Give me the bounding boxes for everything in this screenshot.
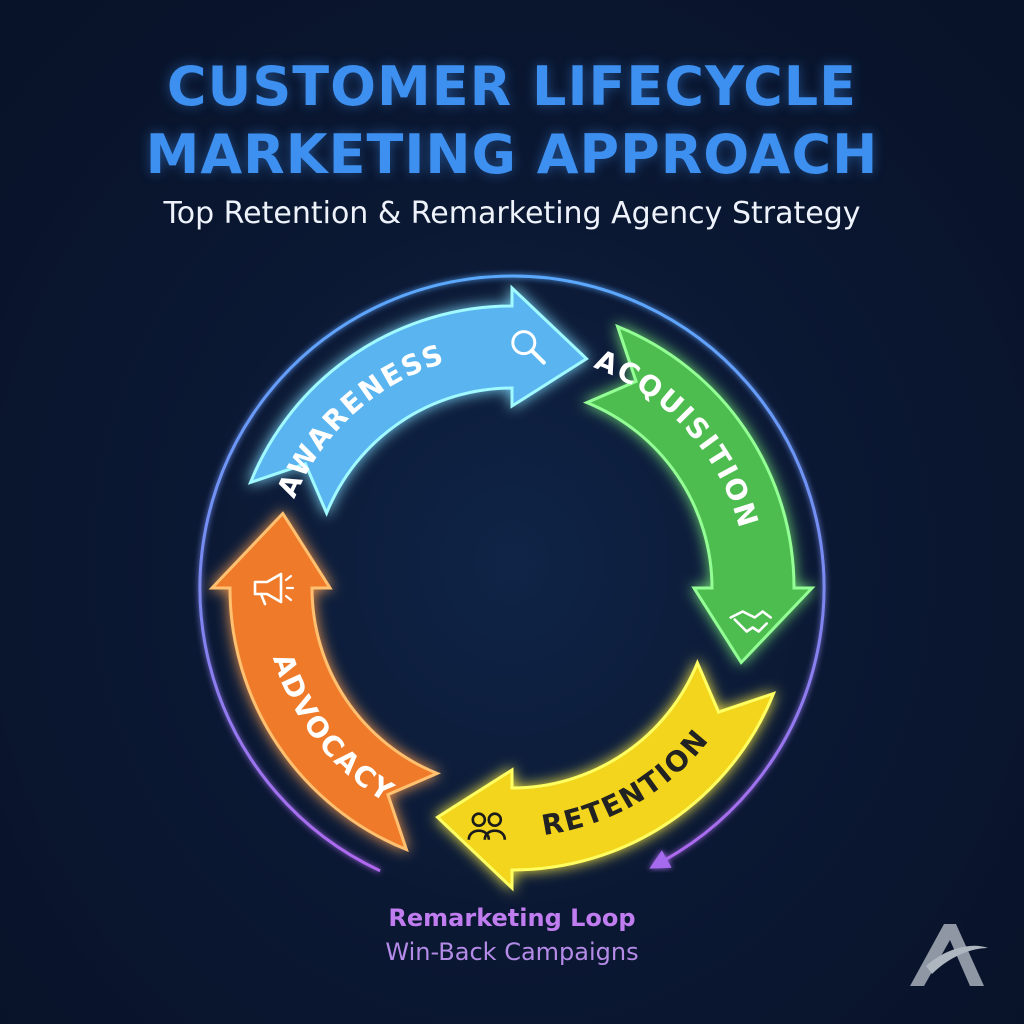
page-subtitle: Top Retention & Remarketing Agency Strat… <box>163 196 861 231</box>
stage-retention: RETENTION <box>435 659 777 892</box>
page-title-line-2: MARKETING APPROACH <box>145 123 879 186</box>
acquisition-arrow <box>583 323 816 665</box>
stage-awareness: AWARENESS <box>247 284 589 517</box>
handshake-icon <box>729 610 773 633</box>
advocacy-arrow <box>208 511 441 853</box>
brand-a-logo <box>910 924 988 986</box>
retention-arrow <box>435 659 777 892</box>
awareness-arrow <box>247 284 589 517</box>
magnifier-icon <box>511 330 546 365</box>
stage-acquisition: ACQUISITION <box>583 323 816 665</box>
remarketing-loop-arrowhead <box>649 850 672 869</box>
stage-advocacy: ADVOCACY <box>208 511 441 853</box>
megaphone-icon <box>253 572 295 606</box>
remarketing-loop-label: Remarketing Loop <box>388 904 636 932</box>
page-title-line-1: CUSTOMER LIFECYCLE <box>166 55 858 118</box>
win-back-campaigns-label: Win-Back Campaigns <box>385 938 639 966</box>
people-icon <box>467 812 507 840</box>
remarketing-loop-path <box>198 274 826 873</box>
